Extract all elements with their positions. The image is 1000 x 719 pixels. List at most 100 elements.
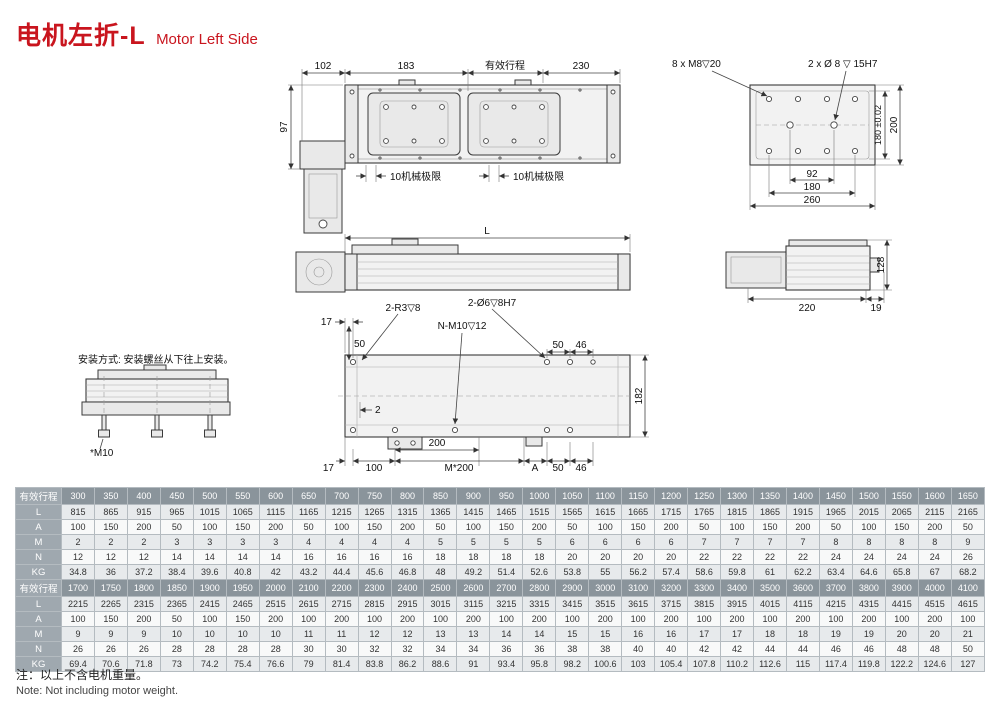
value-cell: 36 — [93, 564, 128, 580]
value-cell: 100 — [489, 611, 524, 627]
dim-50-top-left-label: 50 — [354, 339, 366, 350]
callout-r3-label: 2-R3▽8 — [386, 303, 421, 314]
value-cell: 2265 — [93, 596, 128, 612]
value-cell: 53.8 — [555, 564, 590, 580]
value-cell: 4215 — [818, 596, 853, 612]
value-cell: 44 — [753, 641, 787, 657]
dim-46-top-right-label: 46 — [575, 340, 587, 351]
stroke-cell: 1400 — [785, 487, 820, 505]
dim-92-label: 92 — [806, 169, 818, 180]
value-cell: 75.4 — [225, 656, 260, 672]
dimension-200: 200 — [875, 84, 904, 166]
motor-side-view — [295, 251, 346, 293]
stroke-cell: 800 — [390, 487, 425, 505]
value-cell: 2065 — [884, 504, 919, 520]
value-cell: 3815 — [687, 596, 722, 612]
value-cell: 16 — [390, 549, 425, 565]
value-cell: 1815 — [720, 504, 755, 520]
value-cell: 150 — [621, 519, 656, 535]
value-cell: 2465 — [225, 596, 260, 612]
value-cell: 74.2 — [192, 656, 227, 672]
value-cell: 150 — [225, 519, 260, 535]
dim-102-label: 102 — [315, 61, 332, 72]
value-cell: 91 — [456, 656, 491, 672]
value-cell: 50 — [291, 519, 326, 535]
dim-200-bottom-label: 200 — [429, 438, 446, 449]
value-cell: 110.2 — [720, 656, 755, 672]
stroke-cell: 650 — [291, 487, 326, 505]
value-cell: 5 — [456, 534, 491, 550]
value-cell: 1215 — [324, 504, 359, 520]
value-cell: 88.6 — [423, 656, 458, 672]
value-cell: 34.8 — [61, 564, 95, 580]
dim-230-label: 230 — [573, 61, 590, 72]
value-cell: 3015 — [423, 596, 458, 612]
value-cell: 70.6 — [93, 656, 128, 672]
value-cell: 42 — [720, 641, 755, 657]
value-cell: 79 — [291, 656, 326, 672]
stroke-cell: 4100 — [950, 579, 986, 597]
value-cell: 50 — [423, 519, 458, 535]
value-cell: 2815 — [357, 596, 392, 612]
stroke-cell: 400 — [126, 487, 161, 505]
dim-180-label: 180 — [804, 182, 821, 193]
value-cell: 1665 — [621, 504, 656, 520]
value-cell: 150 — [93, 519, 128, 535]
value-cell: 6 — [654, 534, 689, 550]
value-cell: 28 — [192, 641, 227, 657]
value-cell: 32 — [390, 641, 425, 657]
value-cell: 200 — [917, 611, 952, 627]
callout-pin-label: 2-Ø6▽8H7 — [468, 298, 517, 309]
value-cell: 2715 — [324, 596, 359, 612]
value-cell: 10 — [225, 626, 260, 642]
stroke-cell: 550 — [225, 487, 260, 505]
dimension-180-tol: 180 ±0.02 — [869, 90, 890, 160]
value-cell: 45.6 — [357, 564, 392, 580]
stage-body-side — [344, 253, 631, 291]
value-cell: 9 — [950, 534, 986, 550]
stroke-cell: 2500 — [423, 579, 458, 597]
stroke-cell: 3300 — [687, 579, 722, 597]
drawing-bottom-view: 2-R3▽8 2-Ø6▽8H7 N-M10▽12 17 50 — [321, 298, 649, 474]
value-cell: 56.2 — [621, 564, 656, 580]
stroke-cell: 750 — [357, 487, 392, 505]
value-cell: 150 — [93, 611, 128, 627]
mount-screws — [98, 376, 216, 438]
value-cell: 44.4 — [324, 564, 359, 580]
value-cell: 48 — [423, 564, 458, 580]
value-cell: 59.8 — [720, 564, 755, 580]
dim-200-label: 200 — [889, 116, 900, 133]
stroke-cell: 2900 — [555, 579, 590, 597]
value-cell: 4 — [390, 534, 425, 550]
mount-caption: 安装方式: 安装螺丝从下往上安装。 — [78, 353, 234, 366]
value-cell: 46 — [851, 641, 886, 657]
value-cell: 200 — [720, 611, 755, 627]
value-cell: 1465 — [489, 504, 524, 520]
value-cell: 9 — [93, 626, 128, 642]
callout-pins: 2 x Ø 8 ▽ 15H7 — [808, 59, 878, 121]
stroke-cell: 1000 — [522, 487, 557, 505]
value-cell: 20 — [917, 626, 952, 642]
value-cell: 55 — [588, 564, 623, 580]
value-cell: 13 — [423, 626, 458, 642]
stroke-cell: 300 — [61, 487, 95, 505]
value-cell: 14 — [192, 549, 227, 565]
value-cell: 200 — [456, 611, 491, 627]
stage-body-bottom — [344, 354, 631, 438]
value-cell: 2215 — [61, 596, 95, 612]
value-cell: 1015 — [192, 504, 227, 520]
callout-m8-label: 8 x M8▽20 — [672, 59, 721, 70]
value-cell: 64.6 — [851, 564, 886, 580]
value-cell: 16 — [324, 549, 359, 565]
value-cell: 24 — [818, 549, 853, 565]
dimension-182: 182 — [630, 354, 649, 438]
value-cell: 24 — [917, 549, 952, 565]
value-cell: 73 — [159, 656, 194, 672]
value-cell: 4015 — [753, 596, 787, 612]
motor-mount-block — [387, 436, 423, 450]
